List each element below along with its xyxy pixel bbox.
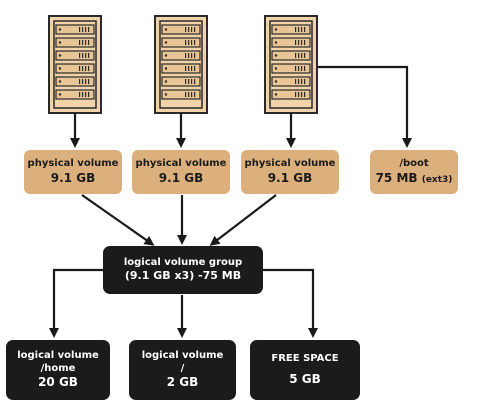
- physical-volume-box-2: physical volume 9.1 GB: [132, 150, 230, 194]
- physical-volume-size: 9.1 GB: [50, 170, 96, 185]
- physical-volume-size: 9.1 GB: [267, 170, 313, 185]
- logical-volume-root-box: logical volume / 2 GB: [129, 340, 236, 400]
- logical-volume-mount: /: [180, 362, 185, 374]
- volume-group-detail: (9.1 GB x3) -75 MB: [124, 269, 242, 283]
- physical-volume-box-3: physical volume 9.1 GB: [241, 150, 339, 194]
- boot-size: 75 MB: [375, 170, 418, 185]
- server-rack-icon: [48, 15, 102, 114]
- boot-filesystem: (ext3): [421, 174, 453, 185]
- physical-volume-box-1: physical volume 9.1 GB: [24, 150, 122, 194]
- physical-volume-label: physical volume: [135, 158, 227, 170]
- free-space-label: FREE SPACE: [271, 352, 339, 364]
- arrow-vg-to-free: [263, 268, 318, 338]
- logical-volume-mount: /home: [40, 362, 76, 374]
- logical-volume-size: 20 GB: [38, 375, 78, 389]
- logical-volume-label: logical volume: [17, 350, 99, 361]
- boot-size-line: 75 MB (ext3): [376, 171, 453, 186]
- boot-label: /boot: [399, 158, 429, 170]
- boot-partition-box: /boot 75 MB (ext3): [370, 150, 458, 194]
- arrow-vg-to-lv1: [49, 268, 103, 338]
- physical-volume-label: physical volume: [244, 158, 336, 170]
- server-rack-icon: [154, 15, 208, 114]
- arrow-pv1-to-vg: [81, 194, 155, 246]
- logical-volume-group-box: logical volume group (9.1 GB x3) -75 MB: [103, 246, 263, 294]
- free-space-box: FREE SPACE 5 GB: [250, 340, 360, 400]
- arrow-server3-to-boot: [317, 65, 412, 148]
- logical-volume-size: 2 GB: [166, 375, 199, 389]
- logical-volume-label: logical volume: [141, 350, 224, 361]
- server-rack-icon: [264, 15, 318, 114]
- free-space-size: 5 GB: [289, 372, 321, 387]
- physical-volume-label: physical volume: [27, 158, 119, 170]
- physical-volume-size: 9.1 GB: [158, 170, 204, 185]
- volume-group-label: logical volume group: [123, 256, 243, 268]
- logical-volume-home-box: logical volume /home 20 GB: [6, 340, 110, 400]
- arrow-pv3-to-vg: [209, 194, 277, 246]
